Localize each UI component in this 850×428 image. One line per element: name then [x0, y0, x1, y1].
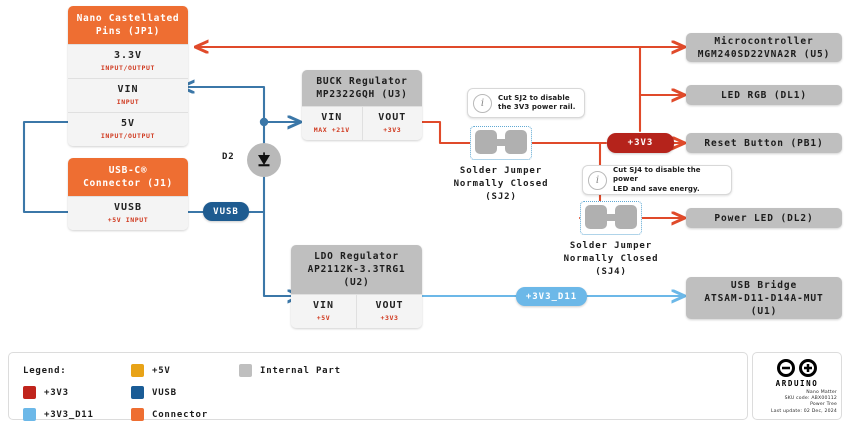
- solder-jumper-sj2-caption: Solder Jumper Normally Closed (SJ2): [453, 166, 549, 202]
- buck-vin-value: MAX +21V: [313, 126, 350, 134]
- legend-item-vusb: VUSB: [131, 386, 239, 399]
- legend-label-5v: +5V: [152, 365, 171, 376]
- legend-label-vusb: VUSB: [152, 387, 177, 398]
- connector-jp1[interactable]: Nano Castellated Pins (JP1) 3.3V INPUT/O…: [68, 6, 188, 146]
- pin-vin[interactable]: VIN INPUT: [68, 78, 188, 112]
- legend-row: Legend: +5V Internal Part: [23, 362, 449, 379]
- meta-last-update: Last update: 02 Dec, 2024: [770, 408, 837, 414]
- legend-swatch-3v3: [23, 386, 36, 399]
- solder-jumper-sj2[interactable]: [470, 126, 532, 160]
- ldo-vout-pin[interactable]: VOUT +3V3: [356, 294, 422, 328]
- legend-swatch-vusb: [131, 386, 144, 399]
- meta-sku: SKU code: ABX00112: [784, 396, 837, 402]
- pin-vin-value: INPUT: [116, 98, 140, 106]
- pin-vusb[interactable]: VUSB +5V INPUT: [68, 196, 188, 230]
- legend-item-3v3: +3V3: [23, 386, 131, 399]
- arduino-metadata: Nano Matter SKU code: ABX00112 Power Tre…: [753, 390, 841, 415]
- legend-panel: Legend: +5V Internal Part +3V3 VUSB: [8, 352, 748, 421]
- meta-board-name: Nano Matter: [806, 390, 837, 395]
- arduino-logo: ARDUINO: [753, 358, 841, 388]
- solder-jumper-sj4-caption: Solder Jumper Normally Closed (SJ4): [563, 241, 659, 277]
- internal-part-power-led[interactable]: Power LED (DL2): [686, 208, 842, 228]
- sj2-pad-right: [505, 130, 527, 154]
- sj4-pad-right: [615, 205, 637, 229]
- sj4-bridge: [604, 214, 618, 221]
- legend-label-3v3-d11: +3V3_D11: [44, 409, 94, 420]
- internal-part-led-rgb[interactable]: LED RGB (DL1): [686, 85, 842, 105]
- callout-sj4-text: Cut SJ4 to disable the power LED and sav…: [613, 165, 701, 193]
- pin-5v-name: 5V: [120, 118, 136, 129]
- legend-item-internal-part: Internal Part: [239, 364, 449, 377]
- info-icon: i: [588, 170, 607, 190]
- buck-regulator-u3[interactable]: BUCK Regulator MP2322GQH (U3) VIN MAX +2…: [302, 70, 422, 140]
- callout-sj4-note: i Cut SJ4 to disable the power LED and s…: [582, 165, 732, 195]
- legend-swatch-internal-part: [239, 364, 252, 377]
- sj2-pad-left: [475, 130, 497, 154]
- buck-vin-name: VIN: [321, 112, 343, 123]
- ldo-vin-name: VIN: [312, 300, 335, 311]
- connector-jp1-title: Nano Castellated Pins (JP1): [68, 6, 188, 44]
- diode-symbol-icon: [258, 152, 270, 167]
- ldo-regulator-u2[interactable]: LDO Regulator AP2112K-3.3TRG1 (U2) VIN +…: [291, 245, 422, 328]
- legend-swatch-5v: [131, 364, 144, 377]
- arduino-wordmark: ARDUINO: [775, 379, 819, 388]
- buck-vout-name: VOUT: [378, 112, 407, 123]
- ldo-vout-value: +3V3: [380, 314, 399, 322]
- pin-5v-value: INPUT/OUTPUT: [100, 132, 156, 140]
- diode-d2-label: D2: [222, 152, 235, 162]
- ldo-regulator-u2-title: LDO Regulator AP2112K-3.3TRG1 (U2): [291, 245, 422, 294]
- net-badge-3v3-d11: +3V3_D11: [516, 287, 587, 306]
- internal-part-microcontroller[interactable]: Microcontroller MGM240SD22VNA2R (U5): [686, 33, 842, 62]
- legend-label-internal-part: Internal Part: [260, 365, 341, 376]
- callout-sj2-text: Cut SJ2 to disable the 3V3 power rail.: [498, 93, 576, 112]
- internal-part-usb-bridge[interactable]: USB Bridge ATSAM-D11-D14A-MUT (U1): [686, 277, 842, 319]
- legend-swatch-connector: [131, 408, 144, 421]
- buck-vout-pin[interactable]: VOUT +3V3: [361, 106, 422, 140]
- legend-row: +3V3_D11 Connector: [23, 406, 449, 423]
- connector-j1[interactable]: USB-C® Connector (J1) VUSB +5V INPUT: [68, 158, 188, 230]
- net-badge-vusb: VUSB: [203, 202, 249, 221]
- pin-vin-name: VIN: [117, 84, 139, 95]
- legend-label-connector: Connector: [152, 409, 208, 420]
- sj2-bridge: [494, 139, 508, 146]
- connector-j1-title: USB-C® Connector (J1): [68, 158, 188, 196]
- ldo-vin-pin[interactable]: VIN +5V: [291, 294, 356, 328]
- info-icon: i: [473, 93, 492, 113]
- callout-sj2-note: i Cut SJ2 to disable the 3V3 power rail.: [467, 88, 585, 118]
- arduino-branding-panel: ARDUINO Nano Matter SKU code: ABX00112 P…: [752, 352, 842, 420]
- pin-3v3[interactable]: 3.3V INPUT/OUTPUT: [68, 44, 188, 78]
- legend-item-3v3-d11: +3V3_D11: [23, 408, 131, 421]
- ldo-vin-value: +5V: [316, 314, 331, 322]
- buck-regulator-u3-title: BUCK Regulator MP2322GQH (U3): [302, 70, 422, 106]
- ldo-vout-name: VOUT: [375, 300, 404, 311]
- buck-vout-value: +3V3: [383, 126, 402, 134]
- legend-grid: Legend: +5V Internal Part +3V3 VUSB: [23, 362, 449, 428]
- meta-doc-type: Power Tree: [810, 402, 837, 408]
- legend-row: +3V3 VUSB: [23, 384, 449, 401]
- legend-header: Legend:: [23, 365, 67, 376]
- pin-5v[interactable]: 5V INPUT/OUTPUT: [68, 112, 188, 146]
- internal-part-reset-button[interactable]: Reset Button (PB1): [686, 133, 842, 153]
- net-badge-3v3: +3V3: [607, 133, 674, 153]
- legend-swatch-3v3-d11: [23, 408, 36, 421]
- pin-vusb-value: +5V INPUT: [107, 216, 149, 224]
- legend-label-3v3: +3V3: [44, 387, 69, 398]
- pin-vusb-name: VUSB: [113, 202, 143, 213]
- solder-jumper-sj4[interactable]: [580, 201, 642, 235]
- buck-vin-pin[interactable]: VIN MAX +21V: [302, 106, 362, 140]
- pin-3v3-name: 3.3V: [113, 50, 143, 61]
- legend-item-connector: Connector: [131, 408, 239, 421]
- pin-3v3-value: INPUT/OUTPUT: [100, 64, 156, 72]
- diode-d2-icon: [247, 143, 281, 177]
- arduino-infinity-icon: [777, 359, 817, 377]
- legend-item-5v: +5V: [131, 364, 239, 377]
- sj4-pad-left: [585, 205, 607, 229]
